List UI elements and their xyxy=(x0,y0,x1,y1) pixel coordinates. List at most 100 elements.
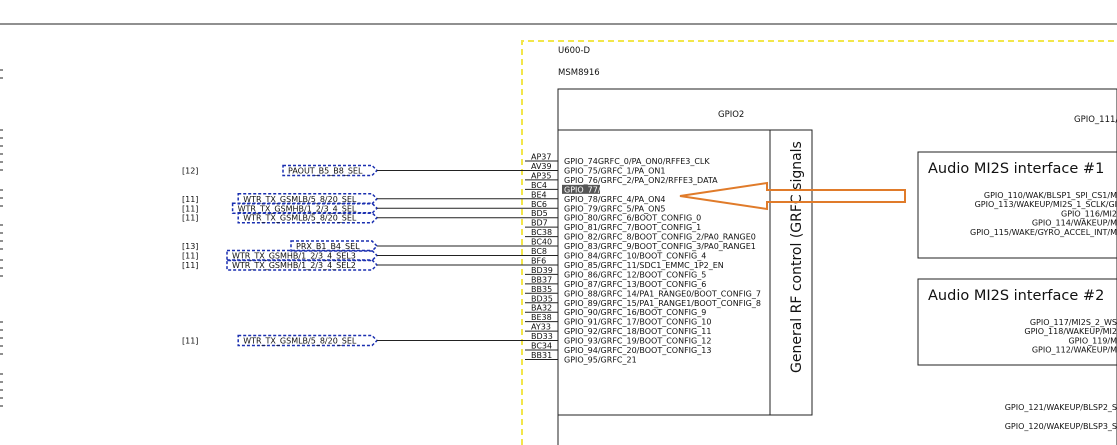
pin-name: GPIO_81/GRFC_7/BOOT_CONFIG_1 xyxy=(564,223,701,232)
pin-name: GPIO_94/GRFC_20/BOOT_CONFIG_13 xyxy=(564,346,711,355)
pin-ball: BE4 xyxy=(531,190,547,199)
grfc-vertical-label: General RF control (GRFC signals xyxy=(789,141,805,373)
net-label: [13] PRX_B1_B4_SEL xyxy=(182,240,525,252)
net-label: [11] WTR_TX_GSMHB/1_2/3_4_SEL3 xyxy=(182,249,525,262)
net-label-text: WTR_TX_GSMHB/1_2/3_4_SEL3 xyxy=(232,252,356,261)
pin-ball: BD35 xyxy=(531,294,553,303)
pin-ball: BD39 xyxy=(531,266,553,275)
net-label-text: PRX_B1_B4_SEL xyxy=(296,242,360,251)
interface2-lines: GPIO_117/MI2S_2_WSGPIO_118/WAKEUP/MI2GPI… xyxy=(1024,318,1117,355)
pin-name: GPIO_93/GRFC_19/BOOT_CONFIG_12 xyxy=(564,337,711,346)
net-ref: [11] xyxy=(182,204,198,213)
gpio-line: GPIO_119/M xyxy=(1068,336,1117,345)
net-label: [11] WTR_TX_GSMLB/5_8/20_SEL xyxy=(182,193,525,205)
gpio-line: GPIO_110/WAK/BLSP1_SPI_CS1/M xyxy=(984,191,1117,200)
annotation-arrow xyxy=(679,181,906,211)
pin-ball: BB37 xyxy=(531,275,552,284)
pin-ball: AY33 xyxy=(531,323,551,332)
pin-box xyxy=(557,129,813,416)
net-ref: [11] xyxy=(182,252,198,261)
component-boundary xyxy=(521,40,1117,445)
pin-ball: BC8 xyxy=(531,247,547,256)
pin-ball: BD7 xyxy=(531,219,548,228)
net-label-border xyxy=(226,259,379,271)
net-label: [11] WTR_TX_GSMHB/1_2/3_4_SEL xyxy=(182,202,525,214)
gpio-line: GPIO_117/MI2S_2_WS xyxy=(1030,318,1117,327)
net-ref: [11] xyxy=(182,261,198,270)
net-ref: [12] xyxy=(182,166,198,175)
pin-ball: BD5 xyxy=(531,209,548,218)
pin-name: GPIO_80/GRFC_6/BOOT_CONFIG_0 xyxy=(564,214,701,223)
net-label: [12] PAOUT_B5_B8_SEL xyxy=(182,164,525,177)
net-label-border xyxy=(237,211,379,224)
pin-ball: BC34 xyxy=(531,342,552,351)
pin-ball: BB31 xyxy=(531,351,552,360)
audio-mi2s-interface-1-box xyxy=(917,151,1117,259)
pin-name: GPIO_76/GRFC_2/PA_ON2/RFFE3_DATA xyxy=(564,176,718,185)
pin-name: GPIO_89/GRFC_15/PA1_RANGE1/BOOT_CONFIG_8 xyxy=(564,299,761,308)
net-label: [11]WTR_TX_GSMLB/5_8/20_SEL xyxy=(182,334,525,347)
pin-name: GPIO_79/GRFC_5/PA_ON5 xyxy=(564,204,665,213)
pin: BC40 GPIO_83/GRFC_9/BOOT_CONFIG_3/PA0_RAN… xyxy=(525,238,756,251)
bottom-gpio-lines: GPIO_121/WAKEUP/BLSP2_S GPIO_120/WAKEUP/B… xyxy=(1005,403,1117,431)
pin-name: GPIO_85/GRFC_11/SDC1_EMMC_1P2_EN xyxy=(564,261,724,270)
net-label-text: WTR_TX_GSMLB/5_8/20_SEL xyxy=(243,195,357,204)
pin-name: GPIO_86/GRFC_12/BOOT_CONFIG_5 xyxy=(564,270,706,279)
pin-name: GPIO_83/GRFC_9/BOOT_CONFIG_3/PA0_RANGE1 xyxy=(564,242,756,251)
gpio-line: GPIO_113/WAKEUP/MI2S_1_SCLK/GI xyxy=(975,200,1117,209)
net-labels: [12] PAOUT_B5_B8_SEL [11] WTR_TX_GSMLB/5_8/… xyxy=(182,164,525,347)
gpio-line: GPIO_114/WAKEUP/M xyxy=(1032,219,1117,228)
pin-ball: BC4 xyxy=(531,181,547,190)
interface2-title: Audio MI2S interface #2 xyxy=(928,288,1104,304)
net-label-border xyxy=(290,240,379,252)
gpio-line: GPIO_118/WAKEUP/MI2 xyxy=(1024,327,1117,336)
gpio-line: GPIO_121/WAKEUP/BLSP2_S xyxy=(1005,403,1117,412)
net-label-text: WTR_TX_GSMHB/1_2/3_4_SEL xyxy=(238,204,357,213)
audio-mi2s-interface-2-box xyxy=(917,278,1117,366)
pin-ball: BC38 xyxy=(531,228,552,237)
pin: BD39 GPIO_86/GRFC_12/BOOT_CONFIG_5 xyxy=(525,266,706,279)
pin-ball: AP37 xyxy=(531,153,551,162)
net-ref: [11] xyxy=(182,337,198,346)
pin-ball: AV39 xyxy=(531,162,552,171)
pin-name: GPIO_90/GRFC_16/BOOT_CONFIG_9 xyxy=(564,308,706,317)
pin-ball: BC40 xyxy=(531,238,552,247)
pin-name: GPIO_87/GRFC_13/BOOT_CONFIG_6 xyxy=(564,280,706,289)
net-ref: [11] xyxy=(182,195,198,204)
pin-name: GPIO_82/GRFC_8/BOOT_CONFIG_2/PA0_RANGE0 xyxy=(564,233,756,242)
pin: BC4 GPIO_77/GRFC_3/PA_ON3 xyxy=(525,181,665,194)
gpio-line: GPIO_112/WAKEUP/M xyxy=(1032,346,1117,355)
pin-ball: BF6 xyxy=(531,256,546,265)
gpio-line: GPIO_120/WAKEUP/BLSP3_S xyxy=(1005,422,1117,431)
pin-highlight xyxy=(562,184,600,194)
pin-name: GPIO_77/GRFC_3/PA_ON3 xyxy=(564,185,665,194)
net-label-text: WTR_TX_GSMLB/5_8/20_SEL xyxy=(243,214,357,223)
net-label: [11]WTR_TX_GSMLB/5_8/20_SEL xyxy=(182,211,525,224)
net-label-text: PAOUT_B5_B8_SEL xyxy=(288,166,363,175)
pin-name: GPIO_78/GRFC_4/PA_ON4 xyxy=(564,195,665,204)
pin-ball: BD33 xyxy=(531,332,553,341)
pin-name: GPIO_75/GRFC_1/PA_ON1 xyxy=(564,166,665,175)
net-label: [11]WTR_TX_GSMHB/1_2/3_4_SEL2 xyxy=(182,259,525,271)
interface1-title: Audio MI2S interface #1 xyxy=(928,161,1104,177)
pin-name: GPIO_91/GRFC_17/BOOT_CONFIG_10 xyxy=(564,318,711,327)
net-label-border xyxy=(237,193,379,205)
pin: BD7 GPIO_81/GRFC_7/BOOT_CONFIG_1 xyxy=(525,219,701,232)
left-edge-stubs xyxy=(0,69,3,407)
net-ref: [13] xyxy=(182,242,198,251)
gpio-line: GPIO_115/WAKE/GYRO_ACCEL_INT/M xyxy=(970,228,1117,237)
